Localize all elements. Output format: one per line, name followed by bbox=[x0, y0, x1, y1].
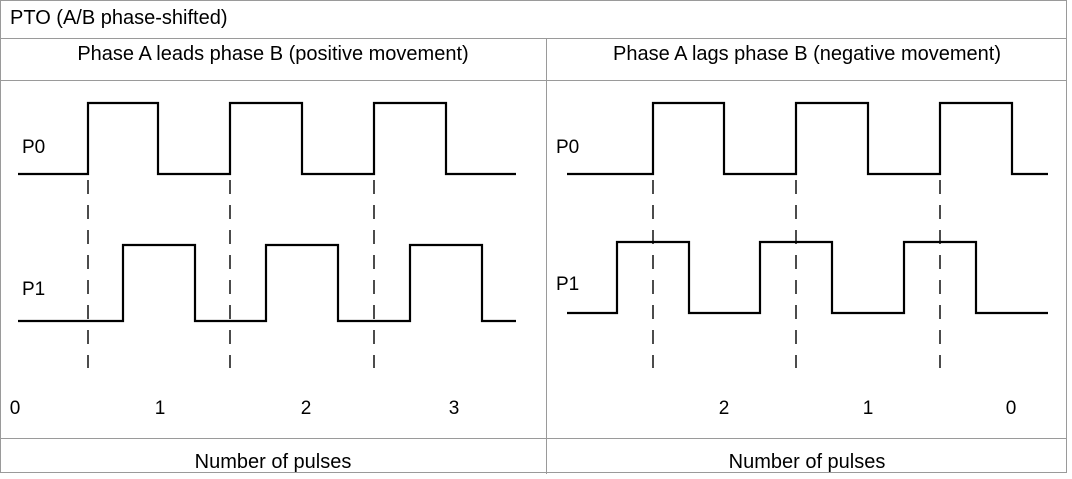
left-column-header: Phase A leads phase B (positive movement… bbox=[77, 43, 469, 65]
right-count-label: 2 bbox=[719, 398, 730, 419]
table-title: PTO (A/B phase-shifted) bbox=[10, 7, 228, 29]
left-count-label: 3 bbox=[449, 398, 460, 419]
left-count-label: 0 bbox=[10, 398, 21, 419]
left-count-label: 1 bbox=[155, 398, 166, 419]
left-p0-label: P0 bbox=[22, 137, 45, 158]
right-count-label: 1 bbox=[863, 398, 874, 419]
left-count-label: 2 bbox=[301, 398, 312, 419]
right-phase-markers bbox=[652, 180, 941, 368]
left-p1-label: P1 bbox=[22, 279, 45, 300]
right-count-label: 0 bbox=[1006, 398, 1017, 419]
right-p1-label: P1 bbox=[556, 274, 579, 295]
right-p0-label: P0 bbox=[556, 137, 579, 158]
left-p1-waveform bbox=[18, 243, 516, 323]
right-column-header: Phase A lags phase B (negative movement) bbox=[612, 43, 1001, 65]
left-timing-diagram bbox=[18, 101, 516, 368]
right-footer-label: Number of pulses bbox=[728, 451, 886, 473]
right-p1-waveform bbox=[567, 240, 1048, 315]
left-phase-markers bbox=[87, 180, 375, 368]
right-timing-diagram bbox=[567, 101, 1048, 368]
left-footer-label: Number of pulses bbox=[194, 451, 352, 473]
right-p0-waveform bbox=[567, 101, 1048, 176]
left-p0-waveform bbox=[18, 101, 516, 176]
